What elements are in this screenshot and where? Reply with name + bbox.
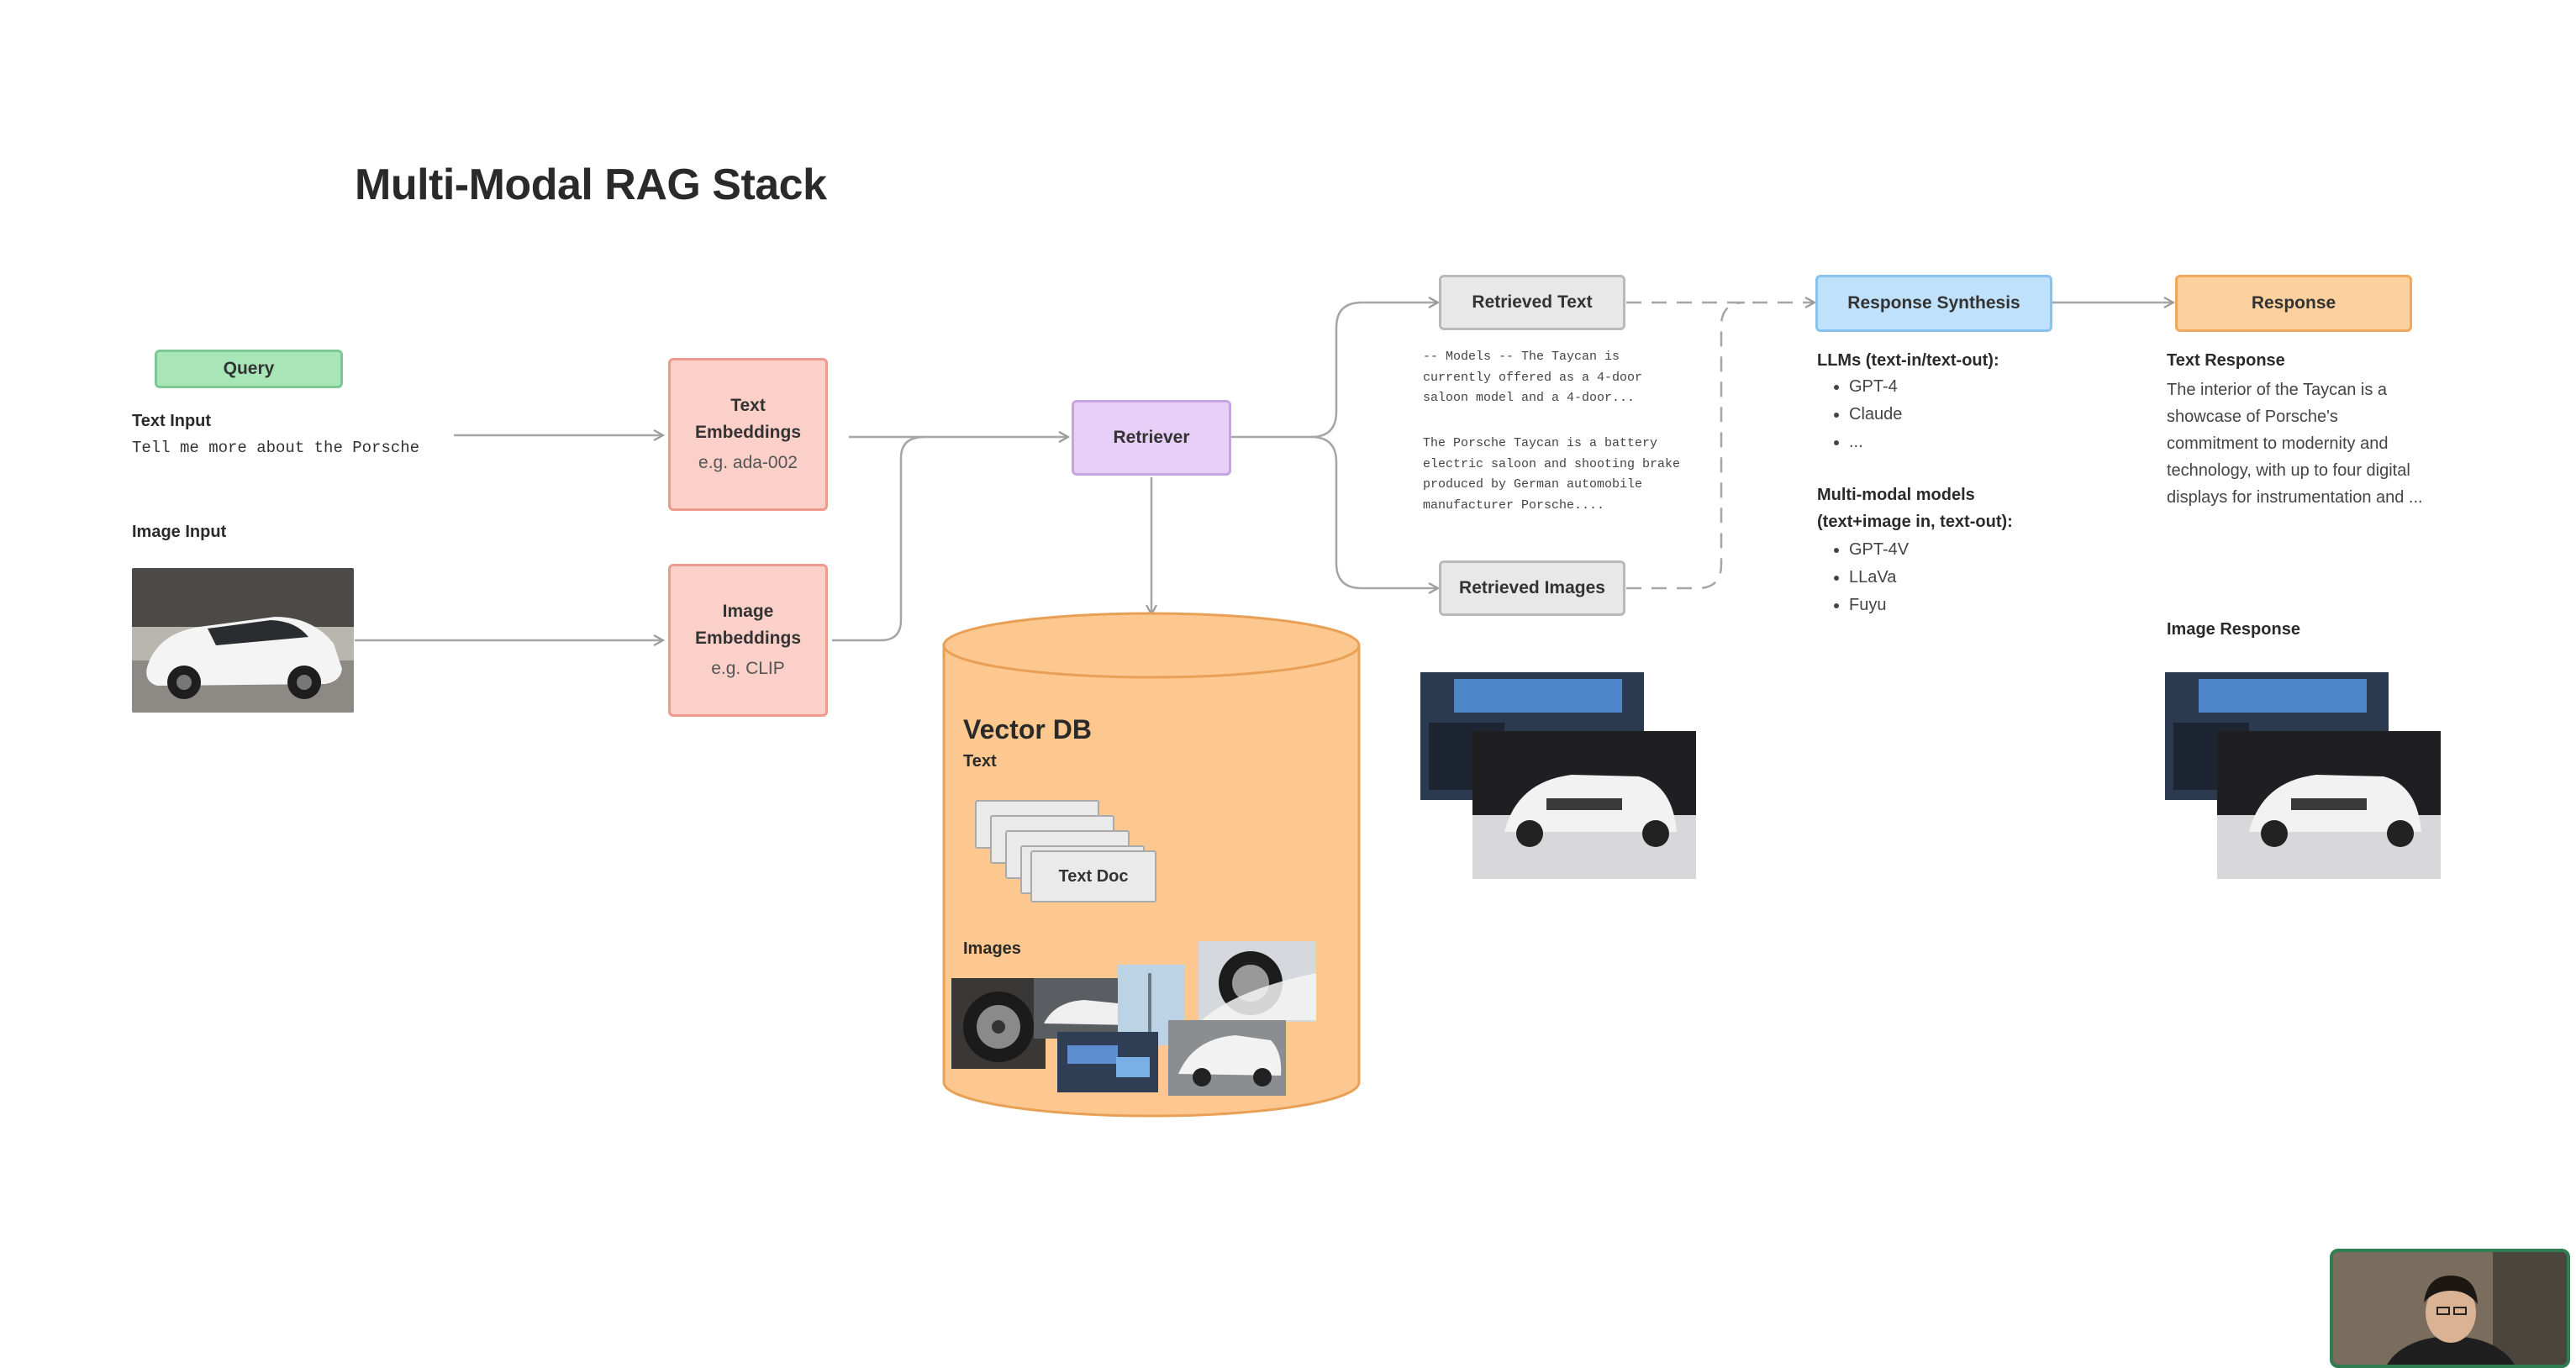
retrieved-images-photos — [1420, 672, 1696, 879]
image-response-heading: Image Response — [2167, 620, 2300, 639]
response-box: Response — [2175, 275, 2412, 332]
text-response-heading: Text Response — [2167, 351, 2285, 370]
presenter-webcam — [2330, 1249, 2570, 1368]
image-response-photos — [2165, 672, 2441, 879]
llm-item: ... — [1849, 429, 1902, 456]
mm-model-item: GPT-4V — [1849, 536, 1909, 564]
retrieved-text-snippet-2: The Porsche Taycan is a battery electric… — [1423, 436, 1681, 513]
response-synthesis-label: Response Synthesis — [1847, 293, 2020, 313]
image-embeddings-line1: Image — [722, 602, 774, 621]
text-response-body: The interior of the Taycan is a showcase… — [2167, 381, 2423, 507]
llms-heading: LLMs (text-in/text-out): — [1817, 351, 1999, 370]
vector-db-images-label: Images — [963, 939, 1021, 958]
diagram-title: Multi-Modal RAG Stack — [355, 160, 827, 209]
text-doc-label: Text Doc — [1058, 866, 1129, 886]
query-box: Query — [155, 350, 343, 388]
input-car-image — [132, 568, 354, 713]
retrieved-car-photo — [1472, 731, 1696, 879]
text-embeddings-line1: Text — [730, 396, 766, 415]
llms-list: GPT-4 Claude ... — [1817, 373, 1902, 456]
retriever-label: Retriever — [1113, 428, 1190, 447]
query-label: Query — [223, 359, 275, 378]
image-input-label: Image Input — [132, 523, 227, 541]
image-embeddings-box: Image Embeddings e.g. CLIP — [668, 564, 828, 717]
arrow-retriever-to-retrieved-images — [1310, 435, 1437, 588]
retriever-box: Retriever — [1072, 400, 1231, 476]
mm-models-list: GPT-4V LLaVa Fuyu — [1817, 536, 1909, 619]
response-synthesis-box: Response Synthesis — [1815, 275, 2052, 332]
text-embeddings-line2: Embeddings — [694, 423, 801, 442]
retrieved-text-label: Retrieved Text — [1472, 292, 1593, 312]
image-embeddings-example: e.g. CLIP — [711, 659, 785, 678]
dashed-retrieved-images-to-synthesis — [1626, 301, 1746, 590]
retrieved-text-box: Retrieved Text — [1439, 275, 1625, 330]
arrow-retriever-to-retrieved-text — [1231, 303, 1437, 439]
car-photo-2 — [1168, 1020, 1286, 1096]
mm-model-item: Fuyu — [1849, 592, 1909, 619]
text-doc: Text Doc — [1030, 850, 1156, 902]
interior-photo — [1057, 1032, 1158, 1092]
vector-db-image-collage — [951, 941, 1316, 1096]
text-embeddings-box: Text Embeddings e.g. ada-002 — [668, 358, 828, 511]
retrieved-text-snippet-1: -- Models -- The Taycan is currently off… — [1423, 350, 1643, 405]
retrieved-images-box: Retrieved Images — [1439, 560, 1625, 616]
response-car-photo — [2217, 731, 2441, 879]
llm-item: GPT-4 — [1849, 373, 1902, 401]
mm-models-heading-1: Multi-modal models — [1817, 486, 1975, 504]
vector-db-title: Vector DB — [963, 714, 1092, 745]
retrieved-images-label: Retrieved Images — [1459, 578, 1605, 597]
text-input-label: Text Input — [132, 412, 212, 430]
vector-db-text-label: Text — [963, 752, 997, 771]
llm-item: Claude — [1849, 401, 1902, 429]
arrow-image-embeddings-to-retriever — [832, 435, 925, 642]
wheel-photo-2 — [1198, 941, 1316, 1022]
response-label: Response — [2251, 293, 2336, 313]
mm-models-heading-2: (text+image in, text-out): — [1817, 513, 2013, 531]
image-embeddings-line2: Embeddings — [694, 629, 801, 648]
mm-model-item: LLaVa — [1849, 564, 1909, 592]
text-input-value: Tell me more about the Porsche — [132, 439, 420, 457]
text-embeddings-example: e.g. ada-002 — [698, 453, 798, 472]
wheel-photo-1 — [951, 978, 1046, 1069]
